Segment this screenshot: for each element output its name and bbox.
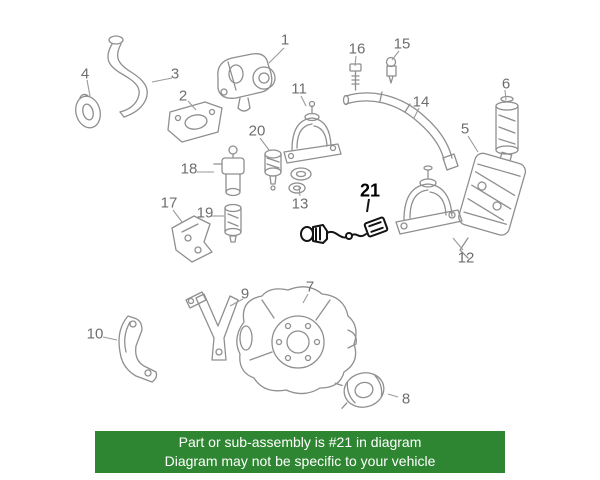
part-8-drawing <box>334 372 385 409</box>
part-15-drawing <box>385 56 397 84</box>
banner-line-1: Part or sub-assembly is #21 in diagram <box>178 434 422 450</box>
part-label-2: 2 <box>178 87 188 105</box>
part-label-6: 6 <box>501 75 511 93</box>
part-label-8: 8 <box>401 390 411 408</box>
part-label-14: 14 <box>412 93 430 111</box>
part-label-19: 19 <box>196 204 214 222</box>
part-21-drawing-highlighted <box>300 216 389 244</box>
part-6-drawing <box>495 95 519 155</box>
part-label-9: 9 <box>240 285 250 303</box>
part-16-drawing <box>349 63 362 91</box>
part-drawings <box>75 35 527 409</box>
part-10-drawing <box>118 315 158 383</box>
part-19-drawing <box>224 203 242 243</box>
leader-lines <box>86 47 507 398</box>
part-17-drawing <box>171 215 213 263</box>
part-label-17: 17 <box>160 194 178 212</box>
part-label-1: 1 <box>280 31 290 49</box>
part-label-7: 7 <box>305 278 315 296</box>
part-label-21: 21 <box>359 180 381 201</box>
banner-line-2: Diagram may not be specific to your vehi… <box>164 453 436 469</box>
part-11-drawing <box>283 100 342 164</box>
part-label-4: 4 <box>80 65 90 83</box>
part-18-drawing <box>213 145 245 197</box>
part-label-10: 10 <box>86 325 104 343</box>
part-21-leader-line <box>366 198 370 213</box>
part-label-13: 13 <box>291 195 309 213</box>
part-label-16: 16 <box>348 40 366 58</box>
part-13-drawing <box>288 167 312 194</box>
part-label-5: 5 <box>460 120 470 138</box>
info-banner: Part or sub-assembly is #21 in diagram D… <box>95 431 505 473</box>
part-label-18: 18 <box>180 160 198 178</box>
part-9-drawing <box>185 291 239 361</box>
part-4-drawing <box>75 93 101 129</box>
part-3-drawing <box>107 35 148 118</box>
part-label-20: 20 <box>248 122 266 140</box>
part-label-12: 12 <box>457 249 475 267</box>
part-12-drawing <box>395 165 463 235</box>
part-2-drawing <box>167 101 223 143</box>
part-14-drawing <box>342 91 459 171</box>
part-20-drawing <box>264 149 282 191</box>
part-label-15: 15 <box>393 35 411 53</box>
part-label-11: 11 <box>291 80 307 98</box>
part-1-drawing <box>217 53 276 112</box>
part-7-drawing <box>236 286 357 395</box>
part-label-3: 3 <box>170 65 180 83</box>
part-5-drawing <box>458 151 527 259</box>
